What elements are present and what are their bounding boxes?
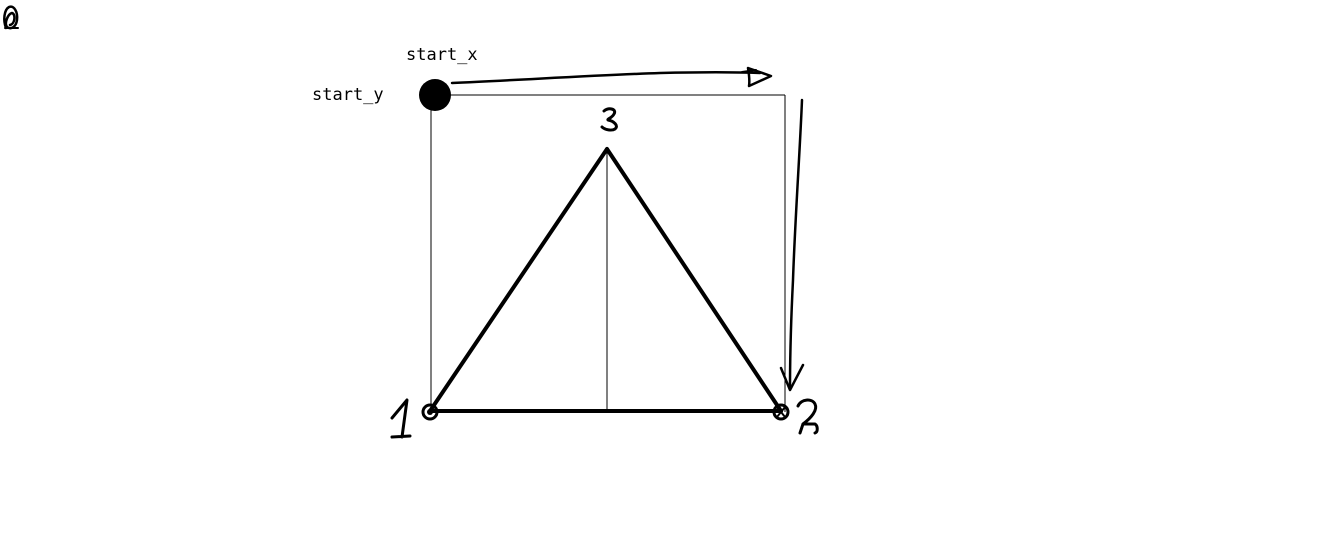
corner-scribble — [3, 5, 19, 30]
vertex-1-numeral — [390, 398, 412, 439]
x-direction-arrow — [450, 66, 773, 88]
vertex-3-numeral — [600, 107, 618, 132]
triangle-left-side — [428, 147, 609, 413]
vertex-1-marker — [421, 403, 439, 421]
start-x-label: start_x — [406, 45, 478, 65]
triangle — [428, 147, 783, 413]
start-point-dot — [419, 79, 451, 111]
triangle-right-side — [605, 147, 783, 413]
vertex-2-numeral — [796, 398, 819, 435]
y-direction-arrow — [779, 98, 805, 392]
bounding-box — [430, 94, 786, 412]
start-y-label: start_y — [312, 85, 384, 105]
vertex-2-marker — [772, 403, 790, 421]
